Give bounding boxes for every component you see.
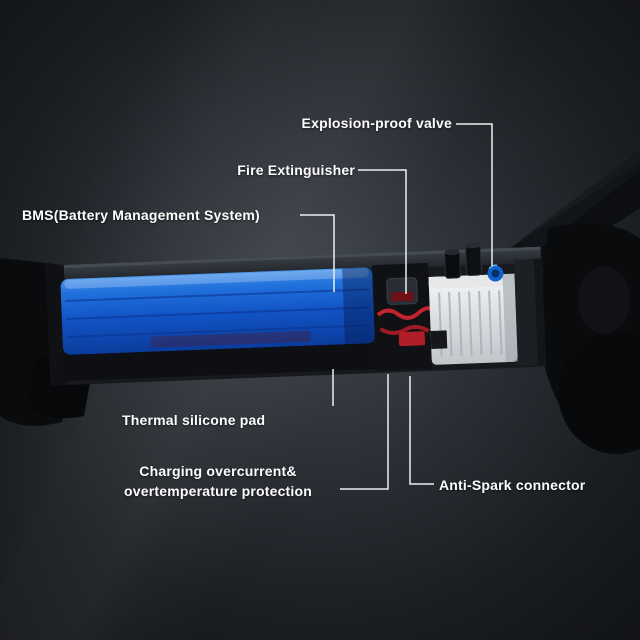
- callout-charging-protection: Charging overcurrent& overtemperature pr…: [123, 463, 313, 499]
- battery-enclosure: [45, 242, 546, 386]
- white-module: [428, 273, 518, 365]
- leader-bms: [300, 214, 335, 292]
- battery-cell-pack: [60, 267, 376, 355]
- leader-anti-spark: [409, 376, 434, 485]
- leader-charging-protection: [340, 374, 389, 490]
- callout-explosion-proof-valve: Explosion-proof valve: [301, 115, 452, 131]
- red-wiring: [376, 306, 434, 320]
- callout-thermal-silicone-pad: Thermal silicone pad: [122, 412, 266, 428]
- leader-explosion-valve: [456, 123, 493, 266]
- leader-fire-extinguisher: [358, 169, 407, 294]
- callout-fire-extinguisher: Fire Extinguisher: [237, 162, 355, 178]
- explosion-proof-valve-part: [444, 242, 482, 279]
- thermal-silicone-pad-layer: [63, 343, 377, 382]
- protection-electronics-bay: [372, 263, 434, 372]
- leader-lines: [300, 123, 493, 490]
- callout-anti-spark-connector: Anti-Spark connector: [439, 477, 586, 493]
- callout-bms: BMS(Battery Management System): [22, 207, 260, 223]
